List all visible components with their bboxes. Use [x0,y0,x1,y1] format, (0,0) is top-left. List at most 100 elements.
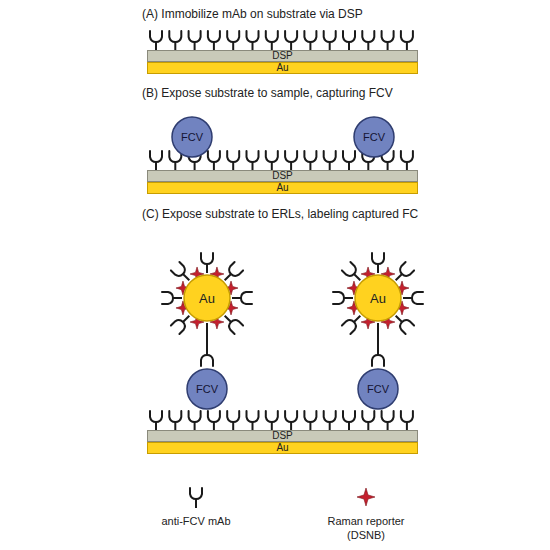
antibody-stem [252,42,254,50]
antibody-symbol [189,411,201,430]
antibody-arms [266,151,278,162]
antibody-arms [285,151,297,162]
antibody-symbol [324,31,336,50]
virus-particle: FCV [357,368,399,410]
antibody-stem [206,264,208,273]
antibody-symbol [169,411,181,430]
antibody-arms [208,151,220,162]
antibody-stem [348,422,350,430]
antibody-arms [208,31,220,42]
circle-fill [184,275,230,321]
antibody-stem [174,42,176,50]
antibody-symbol [189,31,201,50]
antibody-arms [189,411,201,422]
raman-reporter-star [357,488,375,506]
antibody-symbol [391,262,414,285]
antibody-arms [227,411,239,422]
antibody-stem [309,422,311,430]
gold-nanoparticle: Au [183,274,231,322]
legend-antibody-sample [190,488,202,508]
node-text: Au [276,183,288,193]
dsp-layer: DSP [147,50,418,62]
antibody-arms [150,411,162,422]
antibody-symbol [391,311,414,334]
antibody-stem [329,162,331,170]
antibody-arms [372,355,384,366]
antibody-symbol [169,31,181,50]
antibody-symbol [220,311,243,334]
antibody-symbol [227,151,239,170]
antibody-symbol [247,411,259,430]
antibody-symbol [227,31,239,50]
gold-layer: Au [147,442,418,454]
antibody-symbol [382,411,394,430]
antibody-symbol [208,411,220,430]
antibody-stem [213,422,215,430]
antibody-symbol [362,411,374,430]
antibody-stem [348,162,350,170]
circle-fill [358,369,398,409]
panel-caption: (A) Immobilize mAb on substrate via DSP [142,7,363,21]
antibody-stem [354,316,360,322]
antibody-arms [398,262,414,278]
antibody-stem [344,297,353,299]
band-fill [148,63,418,74]
band-fill [148,431,418,442]
antibody-stem [348,42,350,50]
antibody-arms [382,31,394,42]
antibody-stem [232,162,234,170]
antibody-symbol [247,151,259,170]
antibody-symbol [403,292,423,304]
antibody-stem [329,42,331,50]
antibody-arms [247,31,259,42]
antibody-symbol [401,151,413,170]
antibody-symbol [150,411,162,430]
antibody-arms [304,411,316,422]
antibody-arms [190,488,202,499]
gold-layer: Au [147,62,418,74]
antibody-symbol [227,411,239,430]
virus-particle: FCV [353,116,395,158]
antibody-stem [290,42,292,50]
antibody-stem [387,42,389,50]
antibody-arms [201,253,213,264]
node-text: Au [276,443,288,453]
antibody-arms [227,318,243,334]
antibody-stem [403,297,412,299]
circle-fill [187,369,227,409]
band-fill [148,51,418,62]
antibody-arms [266,31,278,42]
antibody-arms [343,151,355,162]
antibody-arms [171,262,187,278]
antibody-stem [406,42,408,50]
antibody-arms [324,411,336,422]
antibody-arms [162,292,173,304]
binding-antibody [372,323,384,366]
panel-caption: (C) Expose substrate to ERLs, labeling c… [142,207,418,221]
gold-layer: Au [147,182,418,194]
antibody-symbol [343,31,355,50]
antibody-stem [194,162,196,170]
antibody-symbol [285,31,297,50]
antibody-symbol [220,262,243,285]
node-text: DSP [272,171,293,181]
node-text: FCV [196,384,218,395]
antibody-arms [285,411,297,422]
antibody-symbol [201,253,213,273]
antibody-stem [377,264,379,273]
antibody-stem [155,162,157,170]
antibody-stem [232,42,234,50]
antibody-stem [213,162,215,170]
antibody-stem [290,422,292,430]
antibody-arms [401,151,413,162]
antibody-symbol [304,411,316,430]
antibody-symbol [285,411,297,430]
antibody-stem [174,162,176,170]
antibody-arms [343,31,355,42]
antibody-stem [396,274,402,280]
antibody-symbol [208,151,220,170]
node-text: DSP [272,431,293,441]
antibody-stem [406,422,408,430]
antibody-symbol [247,31,259,50]
